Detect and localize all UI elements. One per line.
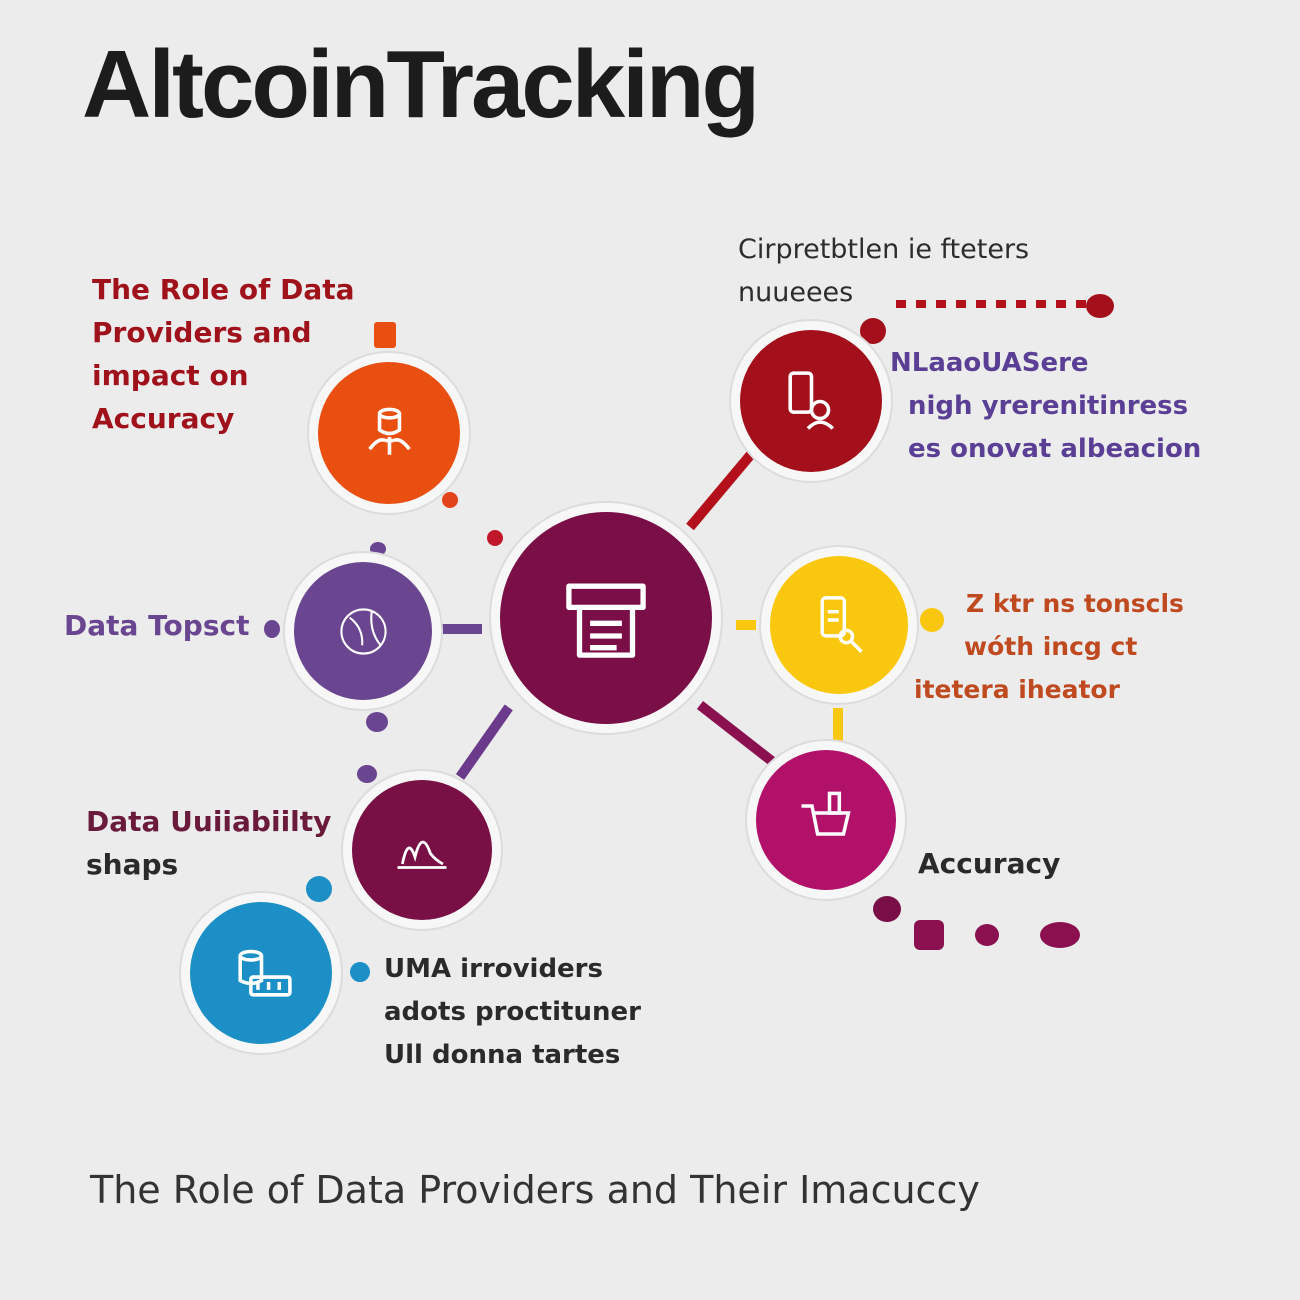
title-top-right: Cirpretbtlen ie fteters nuueees [738,228,1029,314]
label-line: Accuracy [92,402,235,435]
center-node[interactable] [500,512,712,724]
node-far-bottom-left[interactable] [190,902,332,1044]
decor-dot [306,876,332,902]
page-title: AltcoinTracking [82,31,760,138]
node-bottom-right[interactable] [756,750,896,890]
connector-right [736,620,756,630]
decor-dot [1040,922,1080,948]
label-line: UMA irrovi‌ders [384,954,603,984]
phone-user-icon [787,370,834,430]
label-far-bottom-left: UMA irrovi‌ders adots proctituner Ull do… [384,948,641,1077]
label-left: Data Topsct [64,609,250,642]
decor-dot [920,608,944,632]
label-line: Ull donna tartes [384,1040,621,1070]
user-stack-icon [367,407,411,455]
decor-dot [975,924,999,946]
label-line: The Role of Data [92,273,355,306]
label-line: impact on [92,359,249,392]
label-top-right: NLaaoUASere nigh yrerenitinress es onova… [890,342,1201,471]
decor-dot [1086,294,1114,318]
connector-top-right [686,451,755,531]
decor-dot [366,712,388,732]
decor-dot [442,492,458,508]
label-top-left: The Role of Data Providers and impact on… [92,268,355,440]
connector-bottom-left [455,704,513,780]
label-line: Z ktr ns tonscls [966,589,1184,618]
decor-dot [914,920,944,950]
chart-people-icon [397,840,447,869]
connector-bottom-right [696,701,778,768]
decor-dot [873,896,901,922]
cart-icon [801,791,851,836]
phone-search-icon [820,595,863,653]
label-line: shaps [86,848,179,881]
label-line: NLaaoUASere [890,348,1089,378]
label-line: adots proctituner [384,997,641,1027]
globe-icon [339,607,387,655]
decor-dot [487,530,503,546]
label-bottom-left: Data Uuiiabiilty shaps [86,800,331,886]
node-top-left[interactable] [318,362,460,504]
label-right: Z ktr ns tonscls wóth incg ct itetera ih… [914,582,1184,711]
label-bottom-right: Accuracy [918,847,1061,880]
decor-dot [860,318,886,344]
connector-right-down [833,708,843,746]
node-bottom-left[interactable] [352,780,492,920]
decor-dashes [896,300,1086,308]
database-icon [237,949,292,997]
title-line: Cirpretbtlen ie fteters [738,234,1030,265]
label-line: itetera iheator [914,675,1120,704]
node-left[interactable] [294,562,432,700]
decor-dot [370,542,386,556]
node-right[interactable] [770,556,908,694]
label-line: Data Uuiiabiilty [86,805,332,838]
decor-dot [374,322,396,348]
label-line: nigh yrerenitinress [908,391,1189,421]
label-line: wóth incg ct [964,632,1138,661]
node-top-right[interactable] [740,330,882,472]
document-stack-icon [566,583,646,658]
caption: The Role of Data Providers and Their Ima… [90,1168,980,1212]
decor-dot [350,962,370,982]
label-line: Providers and [92,316,312,349]
label-line: es onovat albeacion [908,434,1202,464]
decor-dot [264,620,280,638]
connector-left [442,624,482,634]
title-line: nuueees [738,277,854,308]
decor-dot [357,765,377,783]
